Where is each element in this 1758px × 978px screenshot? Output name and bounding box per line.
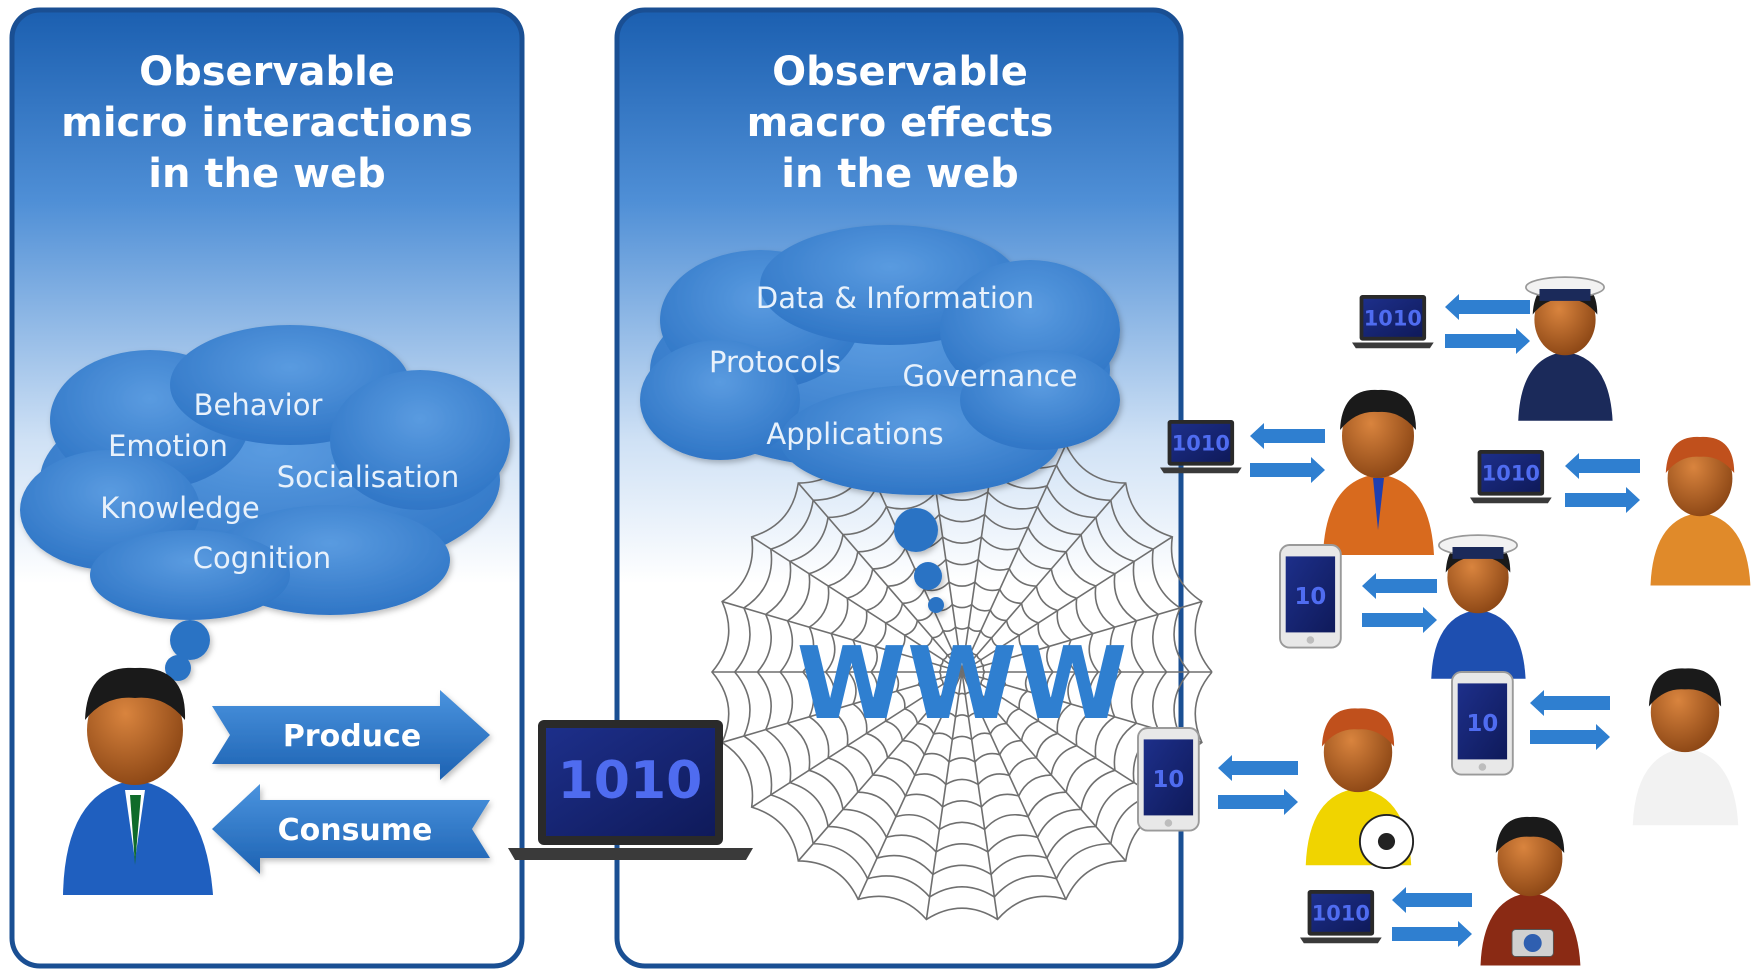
web-spoke [961, 482, 1127, 673]
net-laptop-3-screen-text: 1010 [1482, 461, 1540, 485]
left-cloud-terms: Behavior Emotion Socialisation Knowledge… [100, 388, 459, 575]
net-phone-1: 10 [1279, 544, 1342, 649]
web-ring [779, 490, 1145, 854]
center-panel-title: Observable macro effects in the web [747, 49, 1054, 197]
net-arrows-7 [1392, 887, 1472, 947]
net-arrows-3 [1565, 453, 1640, 513]
web-spoke [961, 671, 1067, 900]
net-phone-2: 10 [1451, 671, 1514, 776]
web-spoke [961, 600, 1203, 673]
web-spoke [857, 671, 963, 900]
net-laptop-2-screen-text: 1010 [1172, 431, 1230, 455]
spider-web [710, 423, 1213, 921]
term-emotion: Emotion [108, 429, 228, 463]
net-phone-3: 10 [1137, 727, 1200, 832]
www-label: WWW [797, 625, 1128, 742]
term-protocols: Protocols [709, 345, 841, 379]
net-person-man-white [1632, 668, 1739, 826]
web-ring [870, 580, 1054, 764]
produce-label: Produce [283, 719, 421, 754]
laptop-screen-text: 1010 [558, 751, 703, 811]
net-arrows-5 [1530, 690, 1610, 750]
net-person-sailor [1431, 534, 1526, 679]
term-applications: Applications [766, 417, 943, 451]
consume-label: Consume [278, 813, 433, 848]
center-thought-cloud [640, 225, 1120, 613]
web-spoke [797, 671, 963, 862]
left-title-line-3: in the web [148, 151, 385, 197]
web-ring [733, 446, 1190, 898]
term-socialisation: Socialisation [277, 460, 459, 494]
term-data-information: Data & Information [756, 281, 1034, 315]
term-behavior: Behavior [194, 388, 323, 422]
web-spoke [961, 671, 1127, 862]
web-ring [710, 423, 1213, 921]
net-phone-3-screen-text: 10 [1153, 767, 1185, 793]
net-person-officer [1518, 276, 1613, 421]
net-phone-2-screen-text: 10 [1467, 711, 1499, 737]
net-laptop-4: 1010 [1300, 890, 1382, 944]
term-governance: Governance [903, 359, 1078, 393]
net-person-woman-writer [1650, 436, 1751, 586]
left-thought-cloud [20, 325, 510, 681]
net-person-businessman [1323, 389, 1434, 555]
left-title-line-1: Observable [139, 49, 395, 95]
net-phone-1-screen-text: 10 [1295, 584, 1327, 610]
net-arrows-1 [1445, 294, 1530, 354]
main-user-avatar [63, 667, 213, 895]
web-spoke [961, 671, 999, 920]
web-spoke [961, 536, 1173, 673]
web-spoke [961, 444, 1067, 673]
net-laptop-3: 1010 [1470, 450, 1552, 504]
web-ring [915, 625, 1009, 719]
web-spoke [721, 671, 963, 744]
left-panel-title: Observable micro interactions in the web [61, 49, 473, 197]
term-cognition: Cognition [193, 541, 331, 575]
net-person-footballer [1305, 708, 1415, 870]
web-spoke [797, 482, 963, 673]
center-title-line-3: in the web [781, 151, 1018, 197]
web-ring [824, 535, 1099, 809]
center-title-line-1: Observable [772, 49, 1028, 95]
consume-arrow: Consume [212, 784, 490, 874]
center-cloud-terms: Data & Information Protocols Governance … [709, 281, 1077, 451]
left-title-line-2: micro interactions [61, 100, 473, 146]
center-title-line-2: macro effects [747, 100, 1054, 146]
produce-arrow: Produce [212, 690, 490, 780]
laptop-icon: 1010 [508, 720, 753, 860]
web-ring [892, 603, 1031, 741]
web-ring [756, 468, 1168, 876]
term-knowledge: Knowledge [100, 491, 259, 525]
net-arrows-2 [1250, 423, 1325, 483]
web-spoke [751, 671, 963, 808]
net-laptop-1: 1010 [1352, 295, 1434, 349]
net-arrows-6 [1218, 755, 1298, 815]
web-spoke [751, 536, 963, 673]
web-spoke [721, 600, 963, 673]
net-arrows-4 [1362, 573, 1437, 633]
net-laptop-1-screen-text: 1010 [1364, 306, 1422, 330]
net-person-photographer [1480, 816, 1581, 966]
web-spoke [925, 671, 963, 920]
web-ring [938, 648, 986, 696]
web-ring [847, 558, 1077, 786]
web-ring [801, 513, 1122, 831]
net-laptop-2: 1010 [1160, 420, 1242, 474]
net-laptop-4-screen-text: 1010 [1312, 901, 1370, 925]
